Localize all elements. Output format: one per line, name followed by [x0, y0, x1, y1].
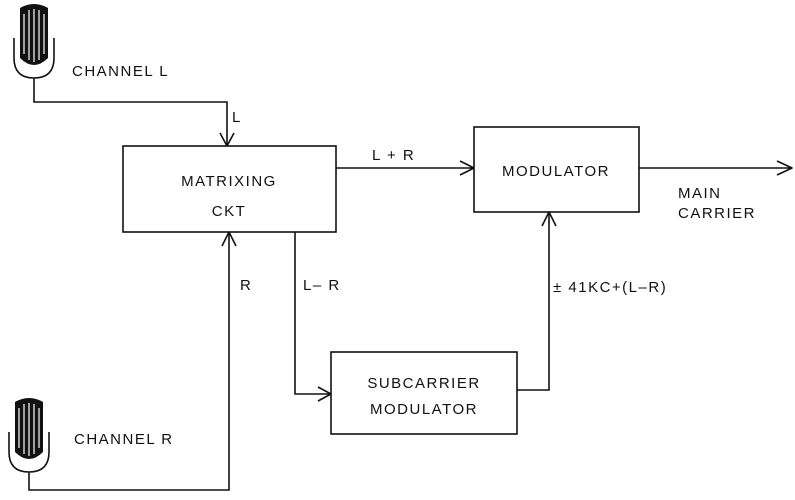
channel-l-label: CHANNEL L — [72, 63, 169, 80]
signal-l-plus-r-label: L + R — [372, 147, 415, 164]
matrixing-ckt-label: CKT — [212, 203, 247, 220]
wire-l — [34, 92, 227, 146]
wire-r — [29, 232, 229, 490]
carrier-label: CARRIER — [678, 205, 756, 222]
signal-subcarrier-out-label: ± 41KC+(L–R) — [553, 279, 667, 296]
wire-l-minus-r — [295, 232, 331, 394]
channel-r-label: CHANNEL R — [74, 431, 174, 448]
matrixing-label: MATRIXING — [181, 173, 277, 190]
subcarrier-modulator-label: MODULATOR — [370, 401, 478, 418]
signal-l-label: L — [232, 109, 242, 126]
microphone-l-icon — [14, 4, 54, 92]
wire-subcarrier-out — [517, 212, 549, 390]
subcarrier-label: SUBCARRIER — [367, 375, 480, 392]
modulator-label: MODULATOR — [502, 163, 610, 180]
main-label: MAIN — [678, 185, 722, 202]
signal-l-minus-r-label: L– R — [303, 277, 341, 294]
microphone-r-icon — [9, 398, 49, 482]
signal-r-label: R — [240, 277, 252, 294]
subcarrier-modulator-box — [331, 352, 517, 434]
